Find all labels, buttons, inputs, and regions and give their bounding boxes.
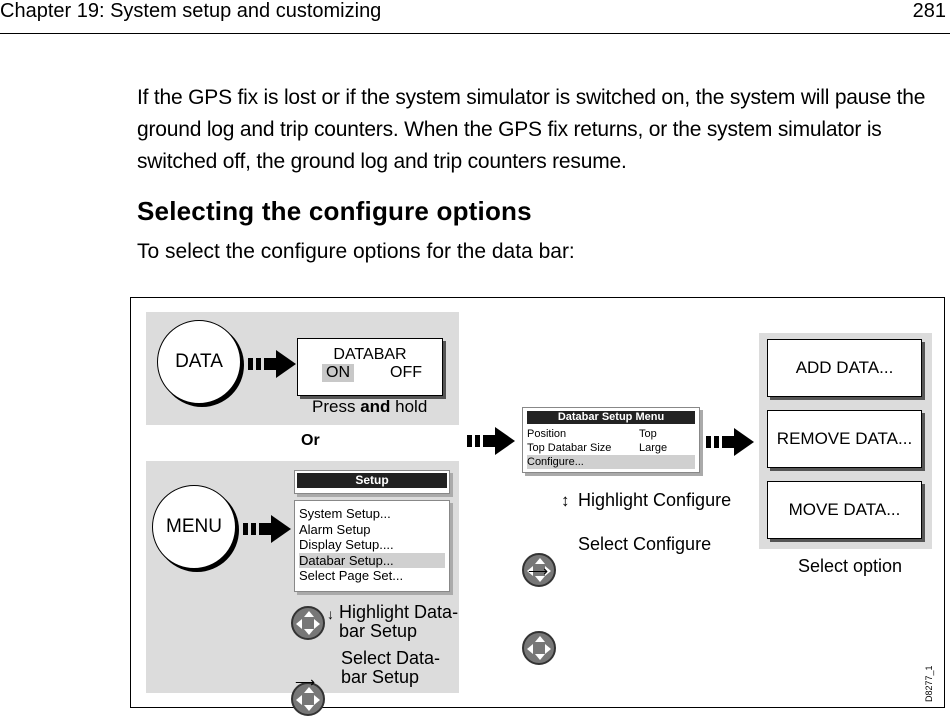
trackpad-icon	[522, 553, 556, 587]
databar-menu-row-label: Top Databar Size	[527, 442, 612, 454]
press-and-text: and	[360, 397, 391, 416]
databar-menu-row[interactable]: Position Top	[527, 427, 695, 441]
setup-menu-item[interactable]: Select Page Set...	[299, 568, 404, 584]
add-data-option[interactable]: ADD DATA...	[767, 339, 922, 397]
databar-menu-row-label: Position	[527, 428, 567, 440]
hold-text: hold	[390, 397, 428, 416]
arrow-right-icon	[467, 427, 515, 455]
setup-menu-item[interactable]: Alarm Setup	[299, 521, 371, 537]
databar-popup: DATABAR ON OFF	[297, 338, 443, 396]
section-heading: Selecting the configure options	[137, 196, 532, 226]
chapter-title: Chapter 19: System setup and customizing	[0, 0, 382, 22]
arrow-right-icon	[248, 350, 296, 378]
setup-menu-item[interactable]: Databar Setup...	[299, 552, 445, 569]
up-down-arrow-icon: ↕	[561, 491, 570, 510]
databar-menu-row-value: Top	[639, 428, 657, 440]
databar-menu-row-label: Configure...	[527, 456, 584, 468]
or-label: Or	[301, 432, 320, 449]
databar-on-option[interactable]: ON	[322, 364, 354, 382]
move-data-option[interactable]: MOVE DATA...	[767, 481, 922, 539]
arrow-right-icon	[706, 428, 754, 456]
figure-frame	[130, 297, 945, 708]
databar-menu-row[interactable]: Configure...	[527, 455, 695, 469]
trackpad-icon	[291, 606, 325, 640]
figure-id: D8277_1	[924, 665, 934, 702]
trackpad-icon	[522, 631, 556, 665]
databar-title: DATABAR	[333, 346, 407, 363]
highlight-databar-label: Highlight Data- bar Setup	[339, 602, 459, 641]
setup-title: Setup	[297, 473, 447, 488]
down-arrow-icon: ↓	[327, 606, 334, 622]
databar-menu-row-value: Large	[639, 442, 668, 454]
menu-key[interactable]: MENU	[152, 485, 236, 569]
remove-data-option[interactable]: REMOVE DATA...	[767, 410, 922, 468]
press-hold-label: Press and hold	[312, 397, 427, 417]
press-text: Press	[312, 397, 361, 416]
databar-menu-row[interactable]: Top Databar Size Large	[527, 441, 695, 455]
intro-text: To select the configure options for the …	[137, 240, 575, 263]
arrow-right-icon	[243, 515, 291, 543]
highlight-configure-label: Highlight Configure	[578, 490, 732, 510]
right-arrow-icon: ⟶	[295, 674, 316, 690]
data-key[interactable]: DATA	[157, 320, 241, 404]
databar-menu-title: Databar Setup Menu	[527, 411, 695, 424]
select-databar-label: Select Data- bar Setup	[341, 648, 441, 687]
body-paragraph: If the GPS fix is lost or if the system …	[137, 86, 926, 173]
select-configure-label: Select Configure	[578, 534, 712, 554]
setup-title-bar: Setup	[294, 470, 450, 494]
page-number: 281	[912, 0, 946, 22]
setup-menu-item[interactable]: Display Setup....	[299, 537, 394, 553]
databar-off-option[interactable]: OFF	[390, 364, 422, 381]
setup-menu-item[interactable]: System Setup...	[299, 506, 391, 521]
right-arrow-icon: ⟶	[528, 563, 549, 579]
select-option-label: Select option	[798, 556, 903, 576]
header-rule	[0, 33, 950, 34]
